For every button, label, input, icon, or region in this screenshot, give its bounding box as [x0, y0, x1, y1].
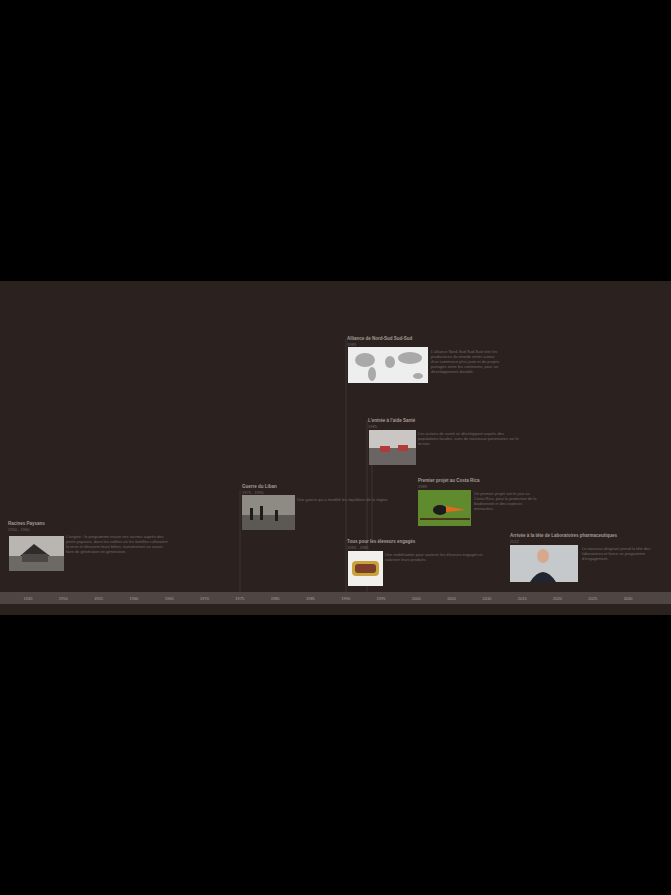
event-text: Les actions de santé se développent aupr…	[418, 431, 523, 446]
event-title: Alliance de Nord-Sud Sud-Sud	[347, 336, 502, 342]
timeline-event: Premier projet au Costa Rica1989 Un premi…	[418, 478, 540, 511]
axis-year: 2010	[482, 596, 491, 601]
event-date: 2012	[510, 539, 665, 544]
axis-year: 1945	[24, 596, 33, 601]
timeline-event: Racines Paysans1950 - 1960L'origine : le…	[8, 521, 168, 554]
event-title: Guerre du Liban	[242, 484, 392, 490]
axis-year: 1960	[129, 596, 138, 601]
axis-year: 1985	[306, 596, 315, 601]
event-text: L'origine : le programme trouve ses raci…	[66, 534, 168, 554]
world-map	[348, 347, 428, 383]
axis-year: 1970	[200, 596, 209, 601]
axis-year: 1980	[271, 596, 280, 601]
axis-year: 1950	[59, 596, 68, 601]
event-date: 1950 - 1960	[8, 527, 168, 532]
crowd-photo	[369, 430, 416, 465]
farm-photo	[9, 536, 64, 571]
axis-year: 1995	[377, 596, 386, 601]
axis-year: 1965	[165, 596, 174, 601]
event-text: Une mobilisation pour soutenir les éleve…	[385, 552, 497, 562]
portrait-photo	[510, 545, 578, 582]
tin-photo	[348, 551, 383, 586]
event-date: 1989	[418, 484, 540, 489]
event-text: Le nouveau dirigeant prend la tête des l…	[582, 546, 665, 561]
axis-year: 2025	[588, 596, 597, 601]
timeline-event: Alliance de Nord-Sud Sud-Sud1983L'allian…	[347, 336, 502, 374]
event-title: Tous pour les éleveurs engagés	[347, 539, 497, 545]
axis-year: 1955	[94, 596, 103, 601]
event-title: Arrivée à la tête de Laboratoires pharma…	[510, 533, 665, 539]
timeline-event: Guerre du Liban1975 - 1990Une guerre qui…	[242, 484, 392, 502]
axis-year: 1975	[235, 596, 244, 601]
event-text: Un premier projet voit le jour au Costa …	[474, 491, 540, 511]
event-date: 1983 - 1985	[347, 545, 497, 550]
event-title: Premier projet au Costa Rica	[418, 478, 540, 484]
axis-year: 2005	[447, 596, 456, 601]
event-title: Racines Paysans	[8, 521, 168, 527]
event-title: L'entrée à l'aide Santé	[368, 418, 523, 424]
axis-year: 2015	[518, 596, 527, 601]
event-date: 1975 - 1990	[242, 490, 392, 495]
event-text: Une guerre qui a modifié les équilibres …	[297, 497, 392, 502]
war-photo	[242, 495, 295, 530]
axis-year: 1990	[341, 596, 350, 601]
axis-year: 2000	[412, 596, 421, 601]
axis-year: 2020	[553, 596, 562, 601]
event-date: 1985	[368, 424, 523, 429]
axis-bar	[0, 592, 671, 604]
timeline-event: Arrivée à la tête de Laboratoires pharma…	[510, 533, 665, 561]
timeline-event: L'entrée à l'aide Santé1985Les actions d…	[368, 418, 523, 446]
event-date: 1983	[347, 342, 502, 347]
axis-year: 2030	[624, 596, 633, 601]
event-text: L'alliance Nord-Sud Sud-Sud relie les pr…	[431, 349, 502, 374]
toucan-photo	[418, 490, 471, 526]
timeline-event: Tous pour les éleveurs engagés1983 - 198…	[347, 539, 497, 562]
